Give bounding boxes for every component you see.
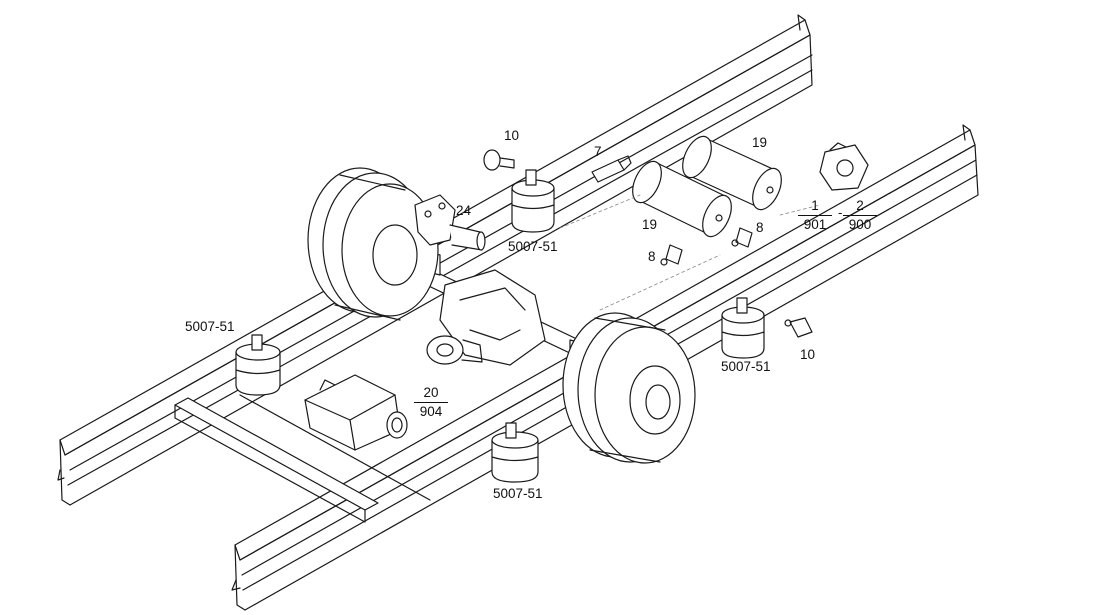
guide-lines [559,194,821,311]
callout-1-901: 1 901 [798,199,832,231]
sensor-7 [591,155,632,183]
callout-7: 7 [594,144,602,159]
fraction-denominator: 901 [803,216,827,232]
air-spring-right [721,297,765,359]
fraction-numerator: 2 [843,199,877,216]
fitting-8-left [660,244,683,266]
callout-2-900: 2 900 [843,199,877,231]
air-tank-lower [632,160,732,238]
fitting-10-right [784,317,813,338]
valve-1-2 [819,142,869,191]
fraction-numerator: 20 [414,386,448,403]
fraction-numerator: 1 [798,199,832,216]
fraction-separator: - [838,205,843,220]
air-spring-left [235,334,281,396]
fitting-10-top [483,149,515,171]
fitting-8-right [731,227,753,248]
callout-19-upper: 19 [752,135,768,150]
callout-5007-51-bottom: 5007-51 [493,486,543,501]
air-spring-top [511,169,555,233]
differential [426,269,546,366]
callout-10-top: 10 [504,128,520,143]
callout-5007-51-left: 5007-51 [185,319,235,334]
valve-block-20 [304,374,408,451]
callout-5007-51-right: 5007-51 [721,359,771,374]
callout-19-lower: 19 [642,217,658,232]
cross-member [174,394,431,523]
right-wheel [562,312,696,464]
callout-10-right: 10 [800,347,816,362]
air-tank-upper [682,135,782,211]
callout-24: 24 [456,203,472,218]
part-24-bracket [414,194,486,251]
callout-5007-51-top: 5007-51 [508,239,558,254]
callout-8-right: 8 [756,220,764,235]
left-wheel [307,167,439,321]
fraction-denominator: 904 [419,403,443,419]
callout-20-904: 20 904 [414,386,448,418]
fraction-denominator: 900 [848,216,872,232]
air-spring-bottom [491,422,539,483]
callout-8-left: 8 [648,249,656,264]
